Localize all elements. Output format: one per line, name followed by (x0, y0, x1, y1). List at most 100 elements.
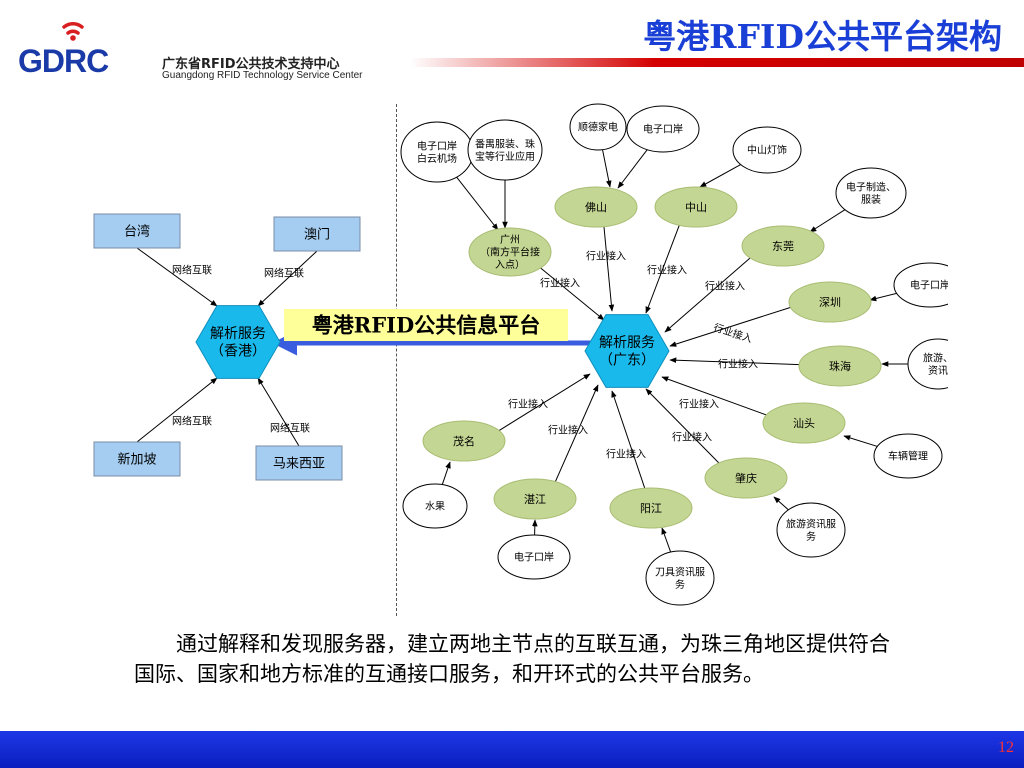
region-malaysia (255, 445, 343, 481)
industry-link-shenzhen (669, 305, 795, 347)
app-st-vehicle-label: 车辆管理 (888, 450, 928, 463)
platform-label: 粤港RFID公共信息平台 (312, 312, 540, 337)
app-zs-lighting (732, 126, 802, 174)
org-name-en: Guangdong RFID Technology Service Center (162, 70, 363, 81)
org-name-cn: 广东省RFID公共技术支持中心 (162, 57, 340, 72)
city-dongguan-label: 东莞 (772, 240, 794, 253)
app-link-gz-port (456, 176, 499, 231)
city-shantou-label: 汕头 (793, 417, 815, 430)
hub-hongkong (195, 305, 281, 379)
link-taiwan (136, 247, 218, 307)
app-link-st-vehicle (843, 435, 878, 447)
city-zhaoqing (704, 457, 788, 499)
city-maoming-label: 茂名 (453, 434, 475, 448)
city-zhanjiang-label: 湛江 (524, 493, 546, 506)
app-link-yj-knife (661, 527, 672, 553)
app-mm-fruit-label: 水果 (425, 501, 445, 513)
city-foshan-label: 佛山 (585, 201, 607, 214)
city-guangzhou-label: 广州（南方平台接入点） (480, 234, 540, 271)
city-zhuhai (798, 345, 882, 387)
gdrc-logo: GDRC 广东省RFID公共技术支持中心 Guangdong RFID Tech… (14, 14, 394, 81)
app-link-sz-port (869, 292, 897, 302)
city-shenzhen-label: 深圳 (819, 296, 841, 309)
region-taiwan (93, 213, 181, 249)
app-fs-port (626, 105, 700, 153)
app-link-dg-mfg (809, 209, 846, 233)
app-yj-knife (645, 550, 715, 606)
app-st-vehicle (873, 433, 943, 479)
app-link-mm-fruit (441, 461, 451, 485)
city-zhanjiang (493, 478, 577, 520)
app-dg-mfg (835, 167, 907, 219)
app-yj-knife-label: 刀具资讯服务 (655, 566, 705, 591)
industry-link-zhongshan-label: 行业接入 (647, 264, 687, 277)
region-taiwan-label: 台湾 (124, 224, 150, 240)
city-yangjiang-label: 阳江 (640, 502, 662, 515)
city-guangzhou (468, 227, 552, 277)
city-dongguan (741, 225, 825, 267)
divider-line (396, 104, 397, 616)
link-taiwan-label: 网络互联 (172, 264, 212, 277)
title-rule (410, 58, 1024, 67)
right-edge-mask (948, 250, 1024, 400)
industry-link-zhuhai-label: 行业接入 (718, 358, 758, 371)
app-fs-port-label: 电子口岸 (643, 123, 683, 136)
app-zj-port (497, 534, 571, 580)
industry-link-maoming-label: 行业接入 (508, 398, 548, 411)
gdrc-logo-icon: GDRC (18, 22, 110, 74)
hub-hongkong-label: 解析服务（香港） (210, 326, 266, 360)
industry-link-dongguan-label: 行业接入 (705, 280, 745, 293)
slide-title: 粤港RFID公共平台架构 (643, 17, 1002, 56)
page-number: 12 (998, 739, 1014, 756)
industry-link-zhaoqing-label: 行业接入 (672, 431, 712, 444)
app-mm-fruit (402, 483, 468, 529)
industry-link-zhuhai (669, 357, 804, 366)
app-fs-appliance (569, 103, 627, 151)
description-paragraph: 通过解释和发现服务器，建立两地主节点的互联互通，为珠三角地区提供符合国际、国家和… (134, 632, 890, 686)
region-macau (273, 216, 361, 252)
link-singapore-label: 网络互联 (172, 415, 212, 428)
industry-link-maoming (496, 373, 591, 433)
industry-link-foshan-label: 行业接入 (586, 250, 626, 263)
app-link-fs-appliance (602, 149, 612, 188)
app-zq-tourism-label: 旅游资讯服务 (786, 517, 836, 543)
region-singapore-label: 新加坡 (117, 452, 156, 468)
industry-link-foshan (603, 224, 615, 312)
industry-link-yangjiang (611, 390, 646, 491)
city-yangjiang (609, 487, 693, 529)
city-foshan (554, 186, 638, 228)
description-text: 通过解释和发现服务器，建立两地主节点的互联互通，为珠三角地区提供符合国际、国家和… (134, 629, 904, 689)
link-malaysia (257, 377, 300, 447)
logo-wordmark: GDRC (18, 43, 109, 74)
industry-link-zhaoqing (645, 388, 722, 466)
region-macau-label: 澳门 (304, 227, 330, 243)
industry-link-shantou-label: 行业接入 (679, 398, 719, 411)
city-zhongshan (654, 186, 738, 228)
link-macau-label: 网络互联 (264, 267, 304, 280)
app-gz-port-label: 电子口岸白云机场 (417, 139, 457, 165)
industry-link-yangjiang-label: 行业接入 (606, 448, 646, 461)
platform-label-bg (284, 309, 568, 341)
city-shantou (762, 402, 846, 444)
app-zq-tourism (776, 502, 846, 558)
industry-link-zhongshan (645, 223, 681, 314)
app-dg-mfg-label: 电子制造、服装 (846, 180, 896, 206)
app-gz-apparel-label: 番禺服装、珠宝等行业应用 (475, 137, 535, 163)
city-shenzhen (788, 281, 872, 323)
link-malaysia-label: 网络互联 (270, 422, 310, 435)
architecture-diagram: 解析服务（香港）解析服务（广东）台湾网络互联澳门网络互联新加坡网络互联马来西亚网… (93, 103, 1024, 606)
city-zhaoqing-label: 肇庆 (735, 471, 757, 485)
region-singapore (93, 441, 181, 477)
app-fs-appliance-label: 顺德家电 (578, 121, 618, 134)
footer-bar: 12 (0, 731, 1024, 768)
link-macau (257, 250, 318, 307)
industry-link-shantou (661, 376, 770, 417)
city-zhuhai-label: 珠海 (829, 359, 851, 373)
app-sz-port-label: 电子口岸 (910, 279, 950, 292)
industry-link-dongguan (664, 255, 753, 333)
app-zh-tourism-label: 旅游、资讯 (923, 351, 953, 377)
industry-link-guangzhou-label: 行业接入 (540, 277, 580, 290)
app-gz-apparel (467, 119, 543, 181)
app-zj-port-label: 电子口岸 (514, 551, 554, 564)
app-link-zq-tourism (773, 496, 789, 511)
